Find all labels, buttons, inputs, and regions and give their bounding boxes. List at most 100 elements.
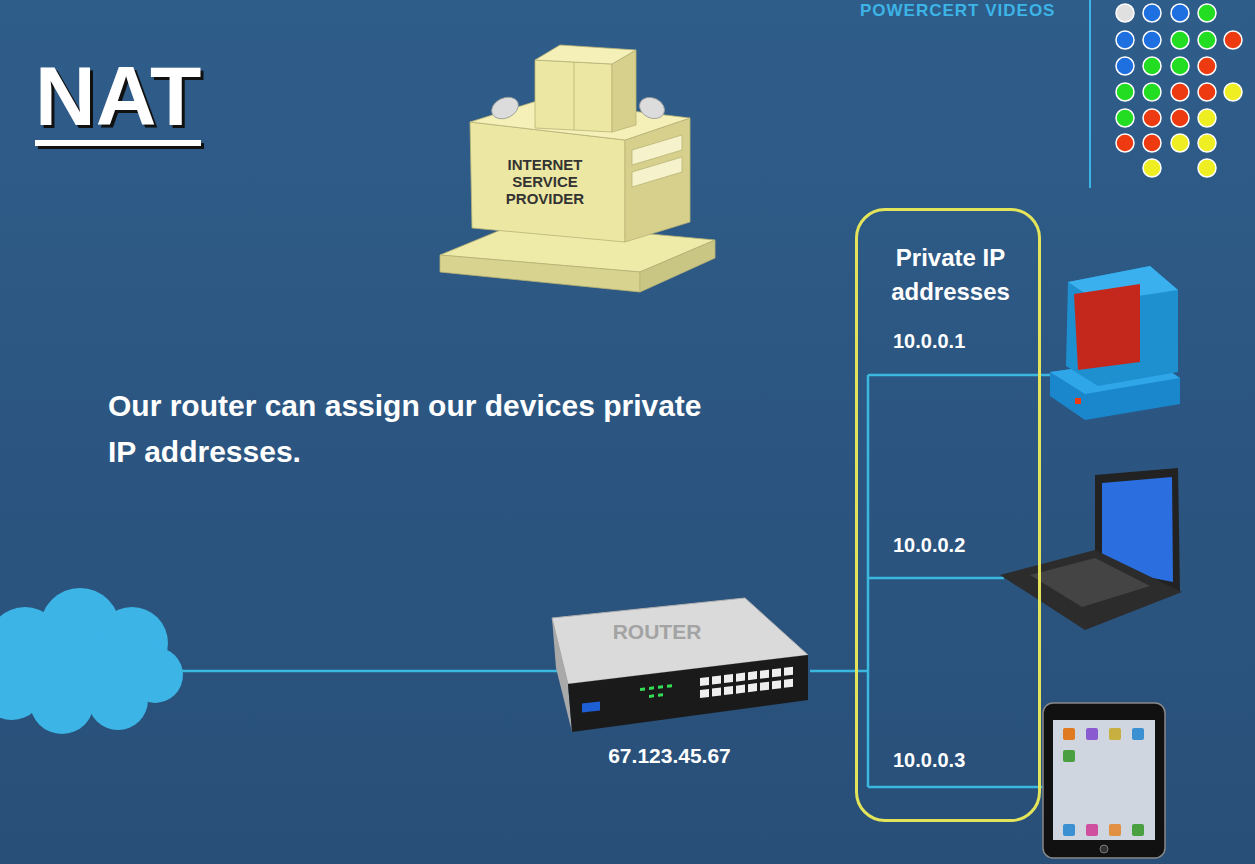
router-side xyxy=(552,618,572,732)
router-led xyxy=(649,686,654,690)
tablet-icon xyxy=(1063,750,1075,762)
tablet xyxy=(1043,703,1165,858)
router-port xyxy=(772,668,781,677)
router-led xyxy=(658,693,663,697)
private-ip-address: 10.0.0.2 xyxy=(893,533,965,557)
tablet-icon xyxy=(1086,728,1098,740)
router-ports xyxy=(700,667,793,698)
router-front xyxy=(568,655,808,732)
router-port xyxy=(712,687,721,696)
logo-dot xyxy=(1143,83,1161,101)
building-tower-seam xyxy=(574,62,575,130)
logo-dot xyxy=(1198,134,1216,152)
logo-divider xyxy=(1089,0,1091,188)
logo-dot xyxy=(1143,57,1161,75)
router-port xyxy=(784,679,793,688)
building-base-side xyxy=(640,240,715,292)
router-label: ROUTER xyxy=(592,620,722,644)
lan-wire xyxy=(868,374,1056,377)
router-port xyxy=(700,677,709,686)
logo-dot xyxy=(1143,159,1161,177)
group-heading: Private IP addresses xyxy=(868,241,1033,309)
isp-building: INTERNET SERVICE PROVIDER xyxy=(440,38,715,293)
router-port xyxy=(760,682,769,691)
router-port xyxy=(700,689,709,698)
logo-dot xyxy=(1171,31,1189,49)
router-leds xyxy=(640,684,672,699)
logo-dot xyxy=(1116,31,1134,49)
tablet-screen xyxy=(1053,720,1155,840)
logo-dot xyxy=(1171,57,1189,75)
router-led xyxy=(667,684,672,688)
logo-dot xyxy=(1224,83,1242,101)
tablet-icon xyxy=(1109,728,1121,740)
logo-dot xyxy=(1198,159,1216,177)
logo-dot xyxy=(1198,109,1216,127)
logo-dot xyxy=(1171,109,1189,127)
router-port xyxy=(748,671,757,680)
private-ip-address: 10.0.0.1 xyxy=(893,329,965,353)
tablet-icon xyxy=(1063,824,1075,836)
logo-dot xyxy=(1116,83,1134,101)
lan-wire xyxy=(867,375,870,787)
building-window xyxy=(632,157,682,187)
network-link xyxy=(810,670,855,673)
laptop-base xyxy=(1000,550,1182,630)
router-port xyxy=(772,680,781,689)
lan-wire xyxy=(868,577,1004,580)
private-ip-address: 10.0.0.3 xyxy=(893,748,965,772)
router-led xyxy=(649,694,654,698)
logo-dot xyxy=(1116,4,1134,22)
building-base-front xyxy=(440,255,640,292)
logo-dots xyxy=(1116,4,1242,177)
cloud-core xyxy=(0,640,150,700)
building-tower-top xyxy=(535,45,636,64)
router-drawing xyxy=(552,598,808,732)
router-port xyxy=(736,685,745,694)
logo-dot xyxy=(1143,4,1161,22)
building-sign: INTERNET SERVICE PROVIDER xyxy=(485,156,605,207)
logo-dot xyxy=(1116,109,1134,127)
tablet-icon xyxy=(1132,824,1144,836)
computer-button xyxy=(1075,398,1081,404)
router-port xyxy=(736,673,745,682)
isp-building-drawing xyxy=(440,45,715,292)
satellite-dish xyxy=(488,93,522,123)
router-led xyxy=(658,685,663,689)
wan-wire xyxy=(178,670,570,673)
tablet-icon xyxy=(1086,824,1098,836)
lan-wire xyxy=(868,786,1043,789)
computer-monitor xyxy=(1066,266,1178,386)
logo-dot xyxy=(1116,57,1134,75)
watermark: POWERCERT VIDEOS xyxy=(860,1,1055,21)
logo-dot xyxy=(1198,57,1216,75)
public-ip-address: 67.123.45.67 xyxy=(552,744,787,768)
building-front xyxy=(470,122,625,242)
router-badge xyxy=(582,701,600,712)
logo-dot xyxy=(1198,83,1216,101)
router-port xyxy=(748,683,757,692)
laptop-keyboard xyxy=(1030,558,1150,607)
computer-screen xyxy=(1074,284,1140,370)
logo-dot xyxy=(1171,4,1189,22)
private-ip-group: Private IP addresses 10.0.0.1 10.0.0.2 10.0… xyxy=(855,208,1041,822)
logo-dot xyxy=(1143,134,1161,152)
tablet-button xyxy=(1100,845,1108,853)
logo-dot xyxy=(1143,31,1161,49)
logo-dot xyxy=(1198,31,1216,49)
tablet-icon xyxy=(1063,728,1075,740)
router-port xyxy=(724,686,733,695)
explanation-text: Our router can assign our devices privat… xyxy=(108,383,708,475)
router-port xyxy=(712,675,721,684)
slide-title: NAT xyxy=(35,52,201,146)
logo-dot xyxy=(1198,4,1216,22)
satellite-dish xyxy=(636,93,668,122)
tablet-body xyxy=(1043,703,1165,858)
logo-dot xyxy=(1171,134,1189,152)
tablet-icon xyxy=(1109,824,1121,836)
router-port xyxy=(724,674,733,683)
building-tower-front xyxy=(535,60,612,132)
router-led xyxy=(640,687,645,691)
